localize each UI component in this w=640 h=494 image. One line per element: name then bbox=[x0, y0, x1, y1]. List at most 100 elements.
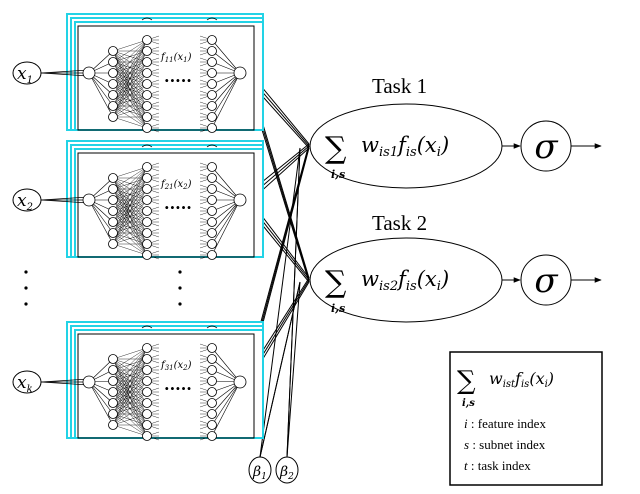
hidden-node bbox=[207, 228, 217, 238]
input-node bbox=[82, 66, 96, 80]
hidden-node bbox=[207, 365, 217, 375]
hidden-node bbox=[142, 79, 152, 89]
hidden-node bbox=[207, 420, 217, 430]
beta-2-node: β2 bbox=[275, 456, 299, 484]
hidden-node bbox=[108, 376, 118, 386]
hidden-node bbox=[207, 387, 217, 397]
legend-item-feature-index: i : feature index bbox=[464, 416, 546, 431]
subnet-inner-frame bbox=[77, 152, 255, 258]
svg-text:β2: β2 bbox=[279, 464, 294, 482]
hidden-node bbox=[207, 123, 217, 133]
hidden-node bbox=[142, 354, 152, 364]
hidden-node bbox=[207, 250, 217, 260]
input-x2: x2 bbox=[12, 188, 42, 213]
hidden-node bbox=[142, 35, 152, 45]
hidden-node bbox=[207, 239, 217, 249]
hidden-node bbox=[142, 173, 152, 183]
task-1-activation: σ bbox=[520, 120, 572, 172]
hidden-node bbox=[108, 101, 118, 111]
hidden-node bbox=[207, 431, 217, 441]
svg-text:σ: σ bbox=[534, 261, 558, 301]
layer-ellipsis: ····· bbox=[164, 198, 192, 217]
hidden-node bbox=[142, 184, 152, 194]
hidden-node bbox=[142, 239, 152, 249]
subnet-group-1: f11(x1) ····· bbox=[40, 13, 264, 133]
hidden-node bbox=[108, 398, 118, 408]
hidden-node bbox=[142, 162, 152, 172]
hidden-node bbox=[142, 112, 152, 122]
hidden-node bbox=[108, 420, 118, 430]
hidden-node bbox=[108, 79, 118, 89]
hidden-node bbox=[207, 68, 217, 78]
hidden-node bbox=[142, 228, 152, 238]
hidden-node bbox=[108, 239, 118, 249]
hidden-node bbox=[142, 217, 152, 227]
task-1-title: Task 1 bbox=[372, 74, 427, 98]
hidden-node bbox=[108, 68, 118, 78]
hidden-node bbox=[108, 184, 118, 194]
task-1-sum-symbol: ∑ bbox=[325, 131, 347, 166]
hidden-node bbox=[142, 123, 152, 133]
input-xk: xk bbox=[12, 370, 42, 395]
task-2-sum-index: i,s bbox=[331, 302, 345, 315]
vertical-ellipsis-left bbox=[24, 270, 28, 306]
hidden-node bbox=[207, 376, 217, 386]
hidden-node bbox=[108, 387, 118, 397]
hidden-node bbox=[207, 90, 217, 100]
output-node bbox=[233, 193, 247, 207]
svg-text:σ: σ bbox=[534, 127, 558, 167]
legend-item-subnet-index: s : subnet index bbox=[464, 437, 546, 452]
hidden-node bbox=[108, 409, 118, 419]
hidden-node bbox=[207, 409, 217, 419]
hidden-node bbox=[108, 217, 118, 227]
hidden-node bbox=[108, 354, 118, 364]
legend-formula: wistfis(xi) bbox=[489, 369, 554, 390]
vertical-ellipsis-middle bbox=[178, 270, 182, 306]
task-2-node: ∑ i,s wis2fis(xi) bbox=[309, 237, 503, 323]
hidden-node bbox=[207, 162, 217, 172]
task-2-activation: σ bbox=[520, 254, 572, 306]
hidden-node bbox=[207, 206, 217, 216]
hidden-node bbox=[207, 184, 217, 194]
hidden-node bbox=[108, 112, 118, 122]
hidden-node bbox=[142, 387, 152, 397]
output-node bbox=[233, 375, 247, 389]
hidden-node bbox=[142, 420, 152, 430]
hidden-node bbox=[142, 343, 152, 353]
hidden-node bbox=[142, 365, 152, 375]
hidden-node bbox=[142, 431, 152, 441]
hidden-node bbox=[142, 90, 152, 100]
hidden-node bbox=[207, 217, 217, 227]
beta-1-node: β1 bbox=[248, 456, 272, 484]
hidden-node bbox=[207, 79, 217, 89]
hidden-node bbox=[207, 46, 217, 56]
input-node bbox=[82, 193, 96, 207]
hidden-node bbox=[207, 173, 217, 183]
hidden-node bbox=[142, 398, 152, 408]
hidden-node bbox=[142, 101, 152, 111]
hidden-node bbox=[142, 68, 152, 78]
hidden-node bbox=[207, 195, 217, 205]
hidden-node bbox=[108, 228, 118, 238]
hidden-node bbox=[108, 195, 118, 205]
subnet-inner-frame bbox=[77, 333, 255, 439]
subnet-frame bbox=[74, 329, 264, 439]
hidden-node bbox=[142, 409, 152, 419]
hidden-node bbox=[142, 250, 152, 260]
hidden-node bbox=[207, 343, 217, 353]
subnet-group-2: f21(x2)····· bbox=[40, 140, 264, 260]
layer-ellipsis: ····· bbox=[164, 71, 192, 90]
task-1-node: ∑ i,s wis1fis(xi) bbox=[309, 103, 503, 189]
svg-text:x2: x2 bbox=[17, 191, 33, 213]
output-node bbox=[233, 66, 247, 80]
hidden-node bbox=[108, 46, 118, 56]
subnet-inner-frame bbox=[77, 25, 255, 131]
hidden-node bbox=[108, 206, 118, 216]
hidden-node bbox=[108, 90, 118, 100]
subnet-function-label: f11(x1) bbox=[160, 52, 192, 64]
subnet-function-label: f31(x2) bbox=[160, 360, 192, 372]
hidden-node bbox=[207, 57, 217, 67]
input-node bbox=[82, 375, 96, 389]
task-2-sum-symbol: ∑ bbox=[325, 265, 347, 300]
